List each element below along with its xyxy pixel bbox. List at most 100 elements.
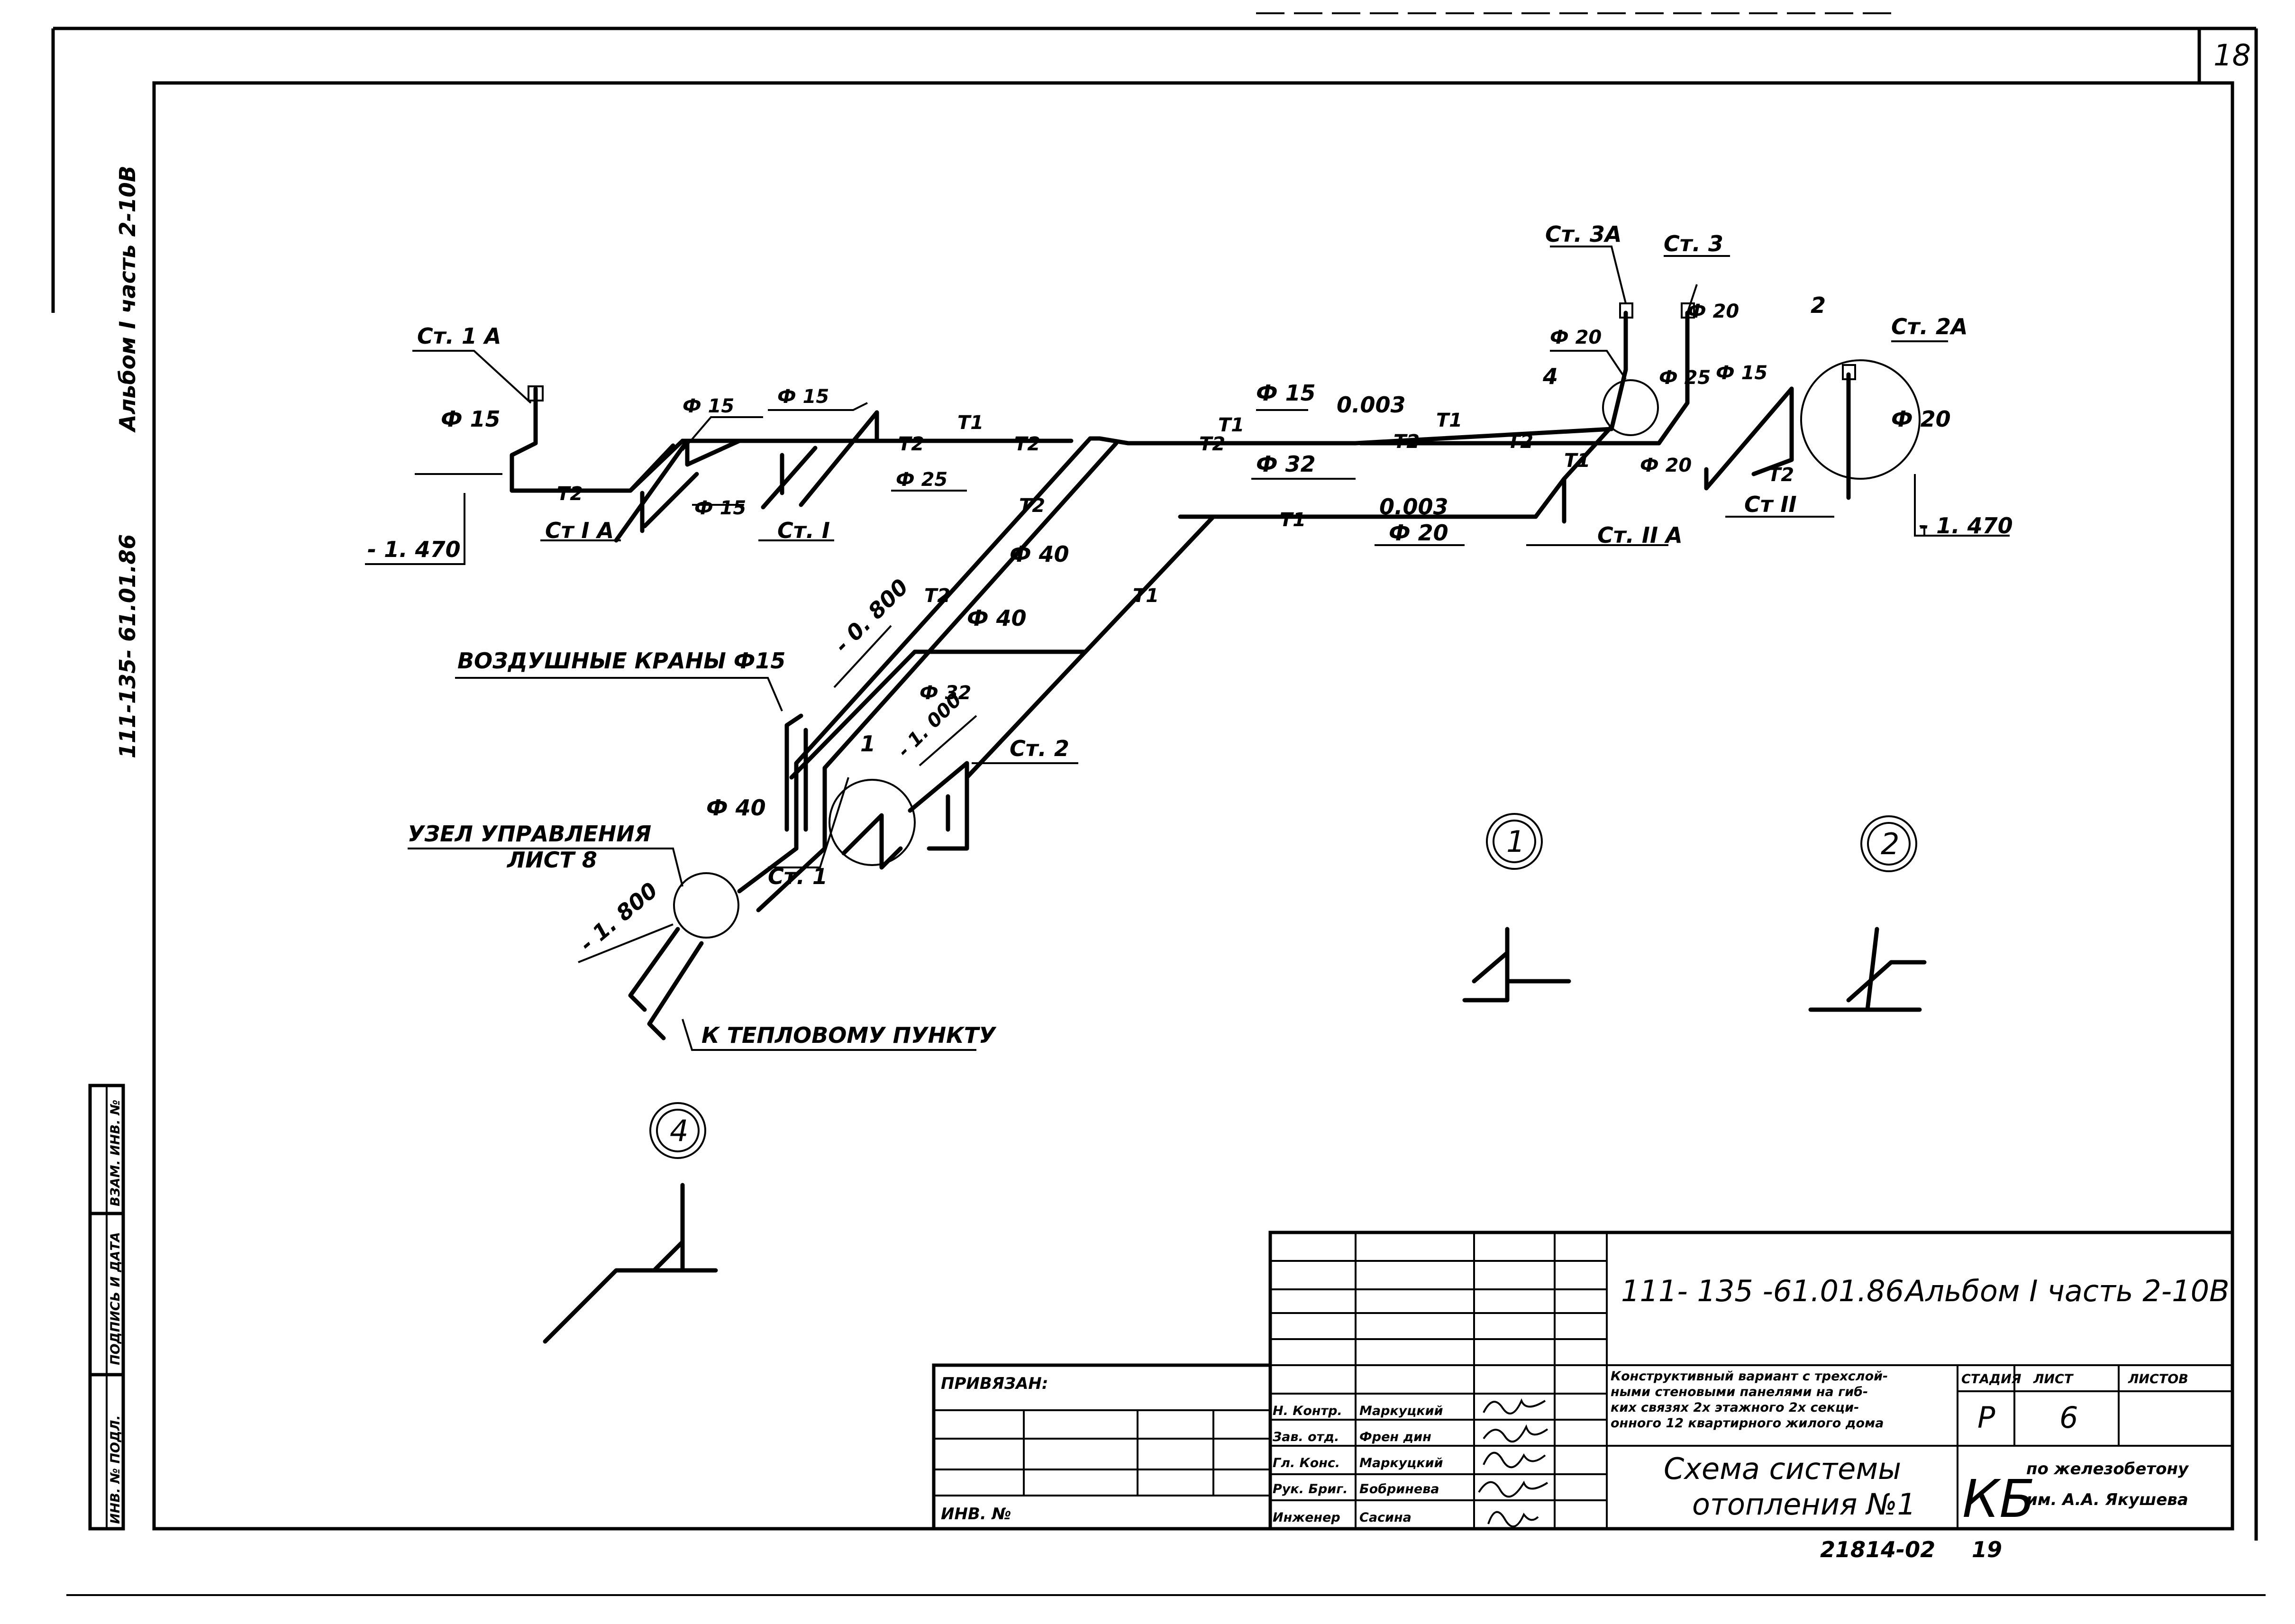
detail-2 [1808, 815, 1927, 1012]
tb-stage-label: СТАДИЯ [1961, 1372, 2022, 1387]
tb-name-1: Маркуцкий [1359, 1404, 1443, 1418]
tb-org-1: по железобетону [2026, 1460, 2189, 1478]
label-d15-c: Ф 15 [777, 386, 829, 408]
label-level-left: - 1. 470 [367, 537, 461, 562]
side-stamp [88, 1084, 125, 1531]
label-t2-f: T2 [1507, 431, 1533, 453]
label-t2-e: T2 [1393, 431, 1420, 453]
label-d40-c: Ф 40 [706, 795, 766, 821]
tb-stage: Р [1977, 1400, 1995, 1435]
detail-4 [543, 1102, 718, 1344]
tb-code: 111- 135 -61.01.86 [1621, 1274, 1904, 1308]
tb-name-3: Маркуцкий [1359, 1456, 1443, 1470]
label-d32: Ф 32 [1256, 451, 1316, 477]
label-slope-bottom: 0.003 [1379, 494, 1448, 520]
margin-code-text: 111-135- 61.01.86 [115, 534, 140, 758]
label-t1-b: T1 [1218, 414, 1244, 436]
tb-privyazan: ПРИВЯЗАН: [941, 1374, 1048, 1393]
label-t2-h: T2 [1019, 495, 1045, 517]
label-d20-st3: Ф 20 [1687, 301, 1739, 322]
title-block [932, 1231, 2234, 1531]
label-d20-st3a: Ф 20 [1550, 327, 1602, 348]
bottom-page: 19 [1972, 1537, 2002, 1562]
label-t2-i: T2 [924, 585, 950, 607]
detail-1 [1462, 813, 1571, 1003]
tb-role-5: Инженер [1273, 1510, 1340, 1525]
label-d20-right: Ф 20 [1640, 455, 1692, 476]
tb-sheet-label: ЛИСТ [2033, 1372, 2074, 1387]
label-d40-b: Ф 40 [967, 605, 1027, 631]
stamp-vzam-inv: ВЗАМ. ИНВ. № [108, 1100, 123, 1206]
tb-inv-no: ИНВ. № [941, 1505, 1011, 1524]
label-st2-roman: Ст II [1744, 492, 1797, 517]
bottom-number: 21814-02 [1820, 1537, 1935, 1562]
label-st2: Ст. 2 [1010, 736, 1069, 761]
tb-title-1: Схема системы [1664, 1451, 1901, 1486]
tb-role-3: Гл. Конс. [1273, 1456, 1340, 1470]
label-st2a: Ст. 2А [1891, 314, 1968, 339]
label-t1-f: T1 [1133, 585, 1159, 607]
tb-desc-4: онного 12 квартирного жилого дома [1611, 1416, 1884, 1431]
label-callout-4: 4 [1542, 364, 1558, 389]
label-d32-lower: Ф 32 [920, 682, 971, 704]
label-level-right: - 1. 470 [1920, 513, 2013, 538]
label-d15-b: Ф 15 [683, 395, 734, 417]
label-t1-e: T1 [1564, 450, 1590, 472]
label-callout-2: 2 [1811, 292, 1826, 318]
label-st2a-roman: Ст. II А [1597, 522, 1683, 548]
label-t2-g: T2 [1768, 464, 1794, 486]
label-d15-d: Ф 15 [694, 497, 746, 519]
label-slope-top: 0.003 [1337, 392, 1406, 418]
label-t1-d: T1 [1280, 509, 1306, 531]
label-control-node-sheet: ЛИСТ 8 [506, 847, 597, 873]
drawing-labels: Ст. 1 А Ф 15 Ф 15 Ф 15 Ф 15 Ст I А Ст. I… [367, 221, 2013, 1048]
stamp-podpis-data: ПОДПИСЬ И ДАТА [108, 1232, 123, 1365]
tb-name-2: Френ дин [1359, 1430, 1431, 1444]
pipe-network [510, 302, 1856, 1040]
tb-org-logo: КБ [1962, 1469, 2035, 1529]
tb-role-2: Зав. отд. [1272, 1430, 1339, 1444]
detail-4-number: 4 [670, 1113, 688, 1148]
circles [673, 359, 1921, 939]
label-st1-roman: Ст. I [777, 518, 830, 543]
signatures [1478, 1398, 1548, 1528]
label-air-valves: ВОЗДУШНЫЕ КРАНЫ Ф15 [457, 648, 785, 674]
tb-sheets-label: ЛИСТОВ [2128, 1372, 2188, 1387]
tb-desc-2: ными стеновыми панелями на гиб- [1611, 1385, 1868, 1399]
label-d20-st2a: Ф 20 [1891, 406, 1951, 432]
corner-sheet-number: 18 [2213, 38, 2251, 73]
tb-name-4: Бобринева [1359, 1482, 1439, 1496]
label-d40-a: Ф 40 [1010, 541, 1069, 567]
tb-desc-3: ких связях 2х этажного 2х секци- [1611, 1400, 1859, 1415]
label-level-1800: - 1. 800 [574, 877, 662, 957]
label-t2-d: T2 [1199, 433, 1225, 455]
label-st1a: Ст. 1 А [417, 323, 501, 349]
label-st3a: Ст. 3А [1545, 221, 1622, 247]
tb-title-2: отопления №1 [1692, 1487, 1916, 1522]
label-t2-b: T2 [898, 433, 924, 455]
label-st1a-roman: Ст I А [545, 518, 614, 543]
label-t1-c: T1 [1436, 410, 1462, 431]
tb-desc-1: Конструктивный вариант с трехслой- [1611, 1369, 1888, 1384]
label-t1-a: T1 [957, 412, 984, 434]
tb-role-4: Рук. Бриг. [1273, 1482, 1348, 1496]
label-st3: Ст. 3 [1664, 231, 1723, 256]
sheet-frame [51, 12, 2266, 1596]
leader-lines [365, 246, 2010, 1051]
tb-org-2: им. А.А. Якушева [2026, 1490, 2188, 1509]
detail-2-number: 2 [1881, 827, 1899, 861]
label-st1: Ст. 1 [768, 864, 828, 889]
label-d20-bottom: Ф 20 [1389, 520, 1448, 546]
label-d25-right: Ф 25 [1659, 367, 1711, 389]
label-control-node: УЗЕЛ УПРАВЛЕНИЯ [408, 821, 651, 847]
label-t2-c: T2 [1014, 433, 1040, 455]
tb-name-5: Сасина [1359, 1510, 1412, 1525]
detail-1-number: 1 [1506, 824, 1525, 859]
tb-role-1: Н. Контр. [1273, 1404, 1342, 1418]
margin-album-text: Альбом I часть 2-10В [115, 165, 140, 433]
label-d25-left: Ф 25 [896, 469, 947, 491]
label-d15-mid: Ф 15 [1256, 380, 1316, 406]
tb-sheet: 6 [2059, 1400, 2078, 1435]
stamp-inv-podl: ИНВ. № ПОДЛ. [108, 1415, 123, 1524]
